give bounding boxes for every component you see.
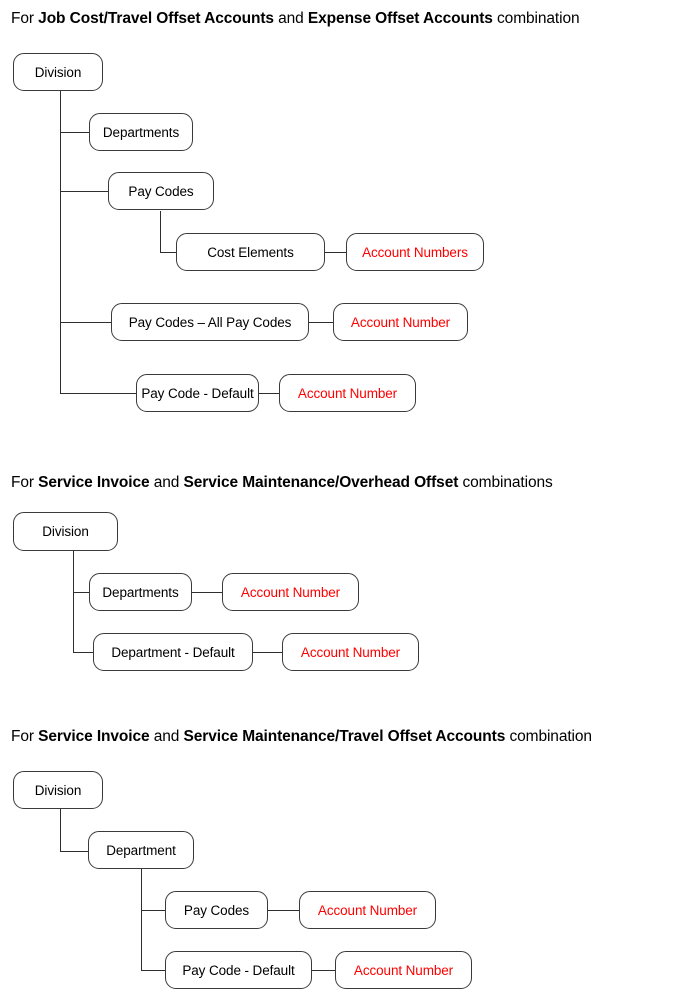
node-account-number-pay-code-default[interactable]: Account Number (279, 374, 416, 412)
node-account-number-pay-codes[interactable]: Account Number (299, 891, 436, 929)
node-division[interactable]: Division (13, 771, 103, 809)
connector-paycodesall-to-account-number (309, 322, 333, 323)
node-departments[interactable]: Departments (89, 113, 193, 151)
connector-to-pay-codes (141, 910, 165, 911)
node-department[interactable]: Department (88, 831, 194, 869)
node-cost-elements[interactable]: Cost Elements (176, 233, 325, 271)
connector-paycodes-vertical (160, 211, 161, 252)
heading-prefix: For (11, 10, 39, 27)
heading-bold-2: Expense Offset Accounts (307, 10, 493, 27)
node-account-number-pay-code-default[interactable]: Account Number (335, 951, 472, 989)
heading-bold-1: Job Cost/Travel Offset Accounts (38, 10, 274, 27)
heading-suffix: combination (492, 10, 580, 27)
connector-costelements-to-account-numbers (325, 252, 346, 253)
heading-middle: and (273, 10, 308, 27)
section-3-heading: For Service Invoice and Service Maintena… (11, 727, 592, 747)
section-2-heading: For Service Invoice and Service Maintena… (11, 473, 553, 493)
heading-bold-1: Service Invoice (38, 474, 150, 491)
node-division[interactable]: Division (13, 512, 118, 551)
node-departments[interactable]: Departments (89, 573, 192, 611)
connector-paycodedefault-to-account-number (312, 970, 335, 971)
connector-to-pay-codes (60, 191, 108, 192)
connector-to-department-default (73, 652, 93, 653)
connector-departmentdefault-to-account-number (253, 652, 282, 653)
connector-to-pay-code-default (60, 393, 136, 394)
node-pay-code-default[interactable]: Pay Code - Default (165, 951, 312, 989)
heading-prefix: For (11, 474, 39, 491)
connector-to-departments (60, 132, 89, 133)
node-account-number-department-default[interactable]: Account Number (282, 633, 419, 671)
node-account-numbers[interactable]: Account Numbers (346, 233, 484, 271)
connector-trunk-division (73, 551, 74, 653)
connector-trunk-division (60, 91, 61, 394)
heading-bold-2: Service Maintenance/Travel Offset Accoun… (183, 728, 506, 745)
heading-suffix: combinations (458, 474, 553, 491)
node-account-number-departments[interactable]: Account Number (222, 573, 359, 611)
section-1-heading: For Job Cost/Travel Offset Accounts and … (11, 9, 580, 29)
connector-trunk-division (60, 809, 61, 851)
heading-prefix: For (11, 728, 39, 745)
node-pay-code-default[interactable]: Pay Code - Default (136, 374, 259, 412)
node-account-number-pay-codes-all[interactable]: Account Number (333, 303, 468, 341)
connector-to-department (60, 851, 89, 852)
connector-paycodedefault-to-account-number (259, 393, 279, 394)
node-pay-codes-all-pay-codes[interactable]: Pay Codes – All Pay Codes (111, 303, 309, 341)
connector-paycodes-to-account-number (268, 910, 299, 911)
node-division[interactable]: Division (13, 53, 103, 91)
connector-departments-to-account-number (192, 592, 222, 593)
heading-bold-2: Service Maintenance/Overhead Offset (183, 474, 459, 491)
heading-middle: and (149, 728, 184, 745)
node-pay-codes[interactable]: Pay Codes (108, 172, 214, 210)
connector-trunk-department (141, 869, 142, 971)
heading-suffix: combination (505, 728, 592, 745)
node-pay-codes[interactable]: Pay Codes (165, 891, 268, 929)
node-department-default[interactable]: Department - Default (93, 633, 253, 671)
connector-to-departments (73, 592, 89, 593)
connector-to-pay-code-default (141, 970, 165, 971)
heading-middle: and (149, 474, 184, 491)
connector-to-pay-codes-all (60, 322, 111, 323)
connector-to-cost-elements (160, 252, 176, 253)
heading-bold-1: Service Invoice (38, 728, 150, 745)
